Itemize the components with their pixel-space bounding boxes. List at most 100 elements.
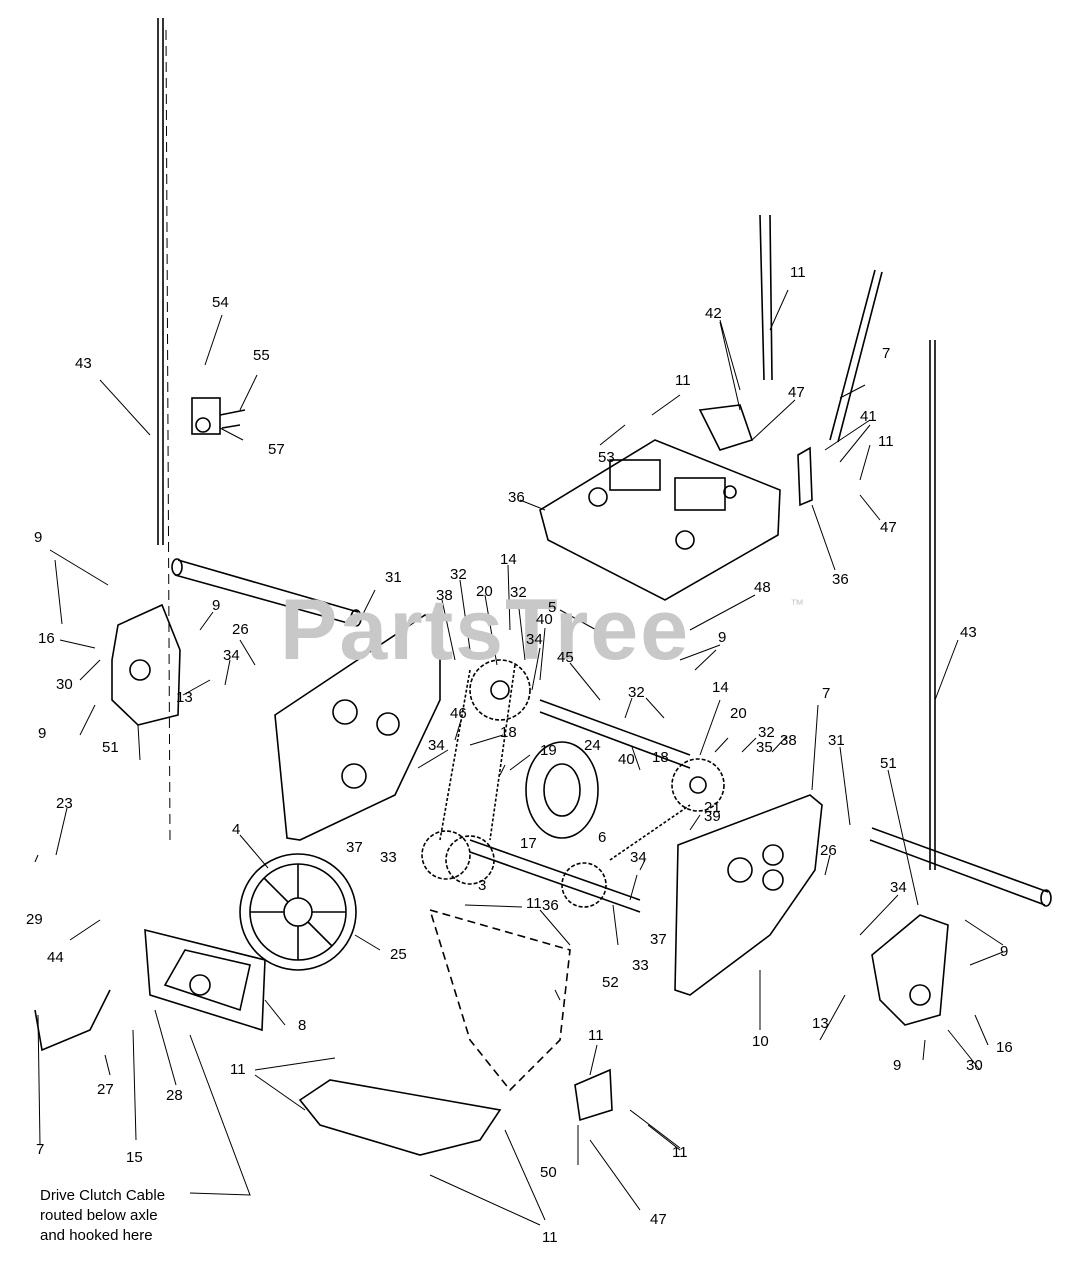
callout-43-right: 43: [960, 624, 977, 641]
callout-26-left: 26: [232, 621, 249, 638]
friction-wheel: [525, 741, 599, 839]
callout-13-left: 13: [176, 689, 193, 706]
callout-18-b: 18: [652, 749, 669, 766]
callout-37-left: 37: [346, 839, 363, 856]
shift-bracket: [144, 928, 266, 1032]
callout-14-right: 14: [712, 679, 729, 696]
callout-5: 5: [548, 599, 557, 616]
callout-7-right: 7: [822, 685, 831, 702]
callout-31-left: 31: [385, 569, 402, 586]
drive-shaft: [469, 699, 691, 913]
callout-21: 21: [704, 799, 721, 816]
callout-35: 35: [756, 739, 773, 756]
callout-3: 3: [478, 877, 487, 894]
callout-30-left: 30: [56, 676, 73, 693]
callout-47-right: 11: [878, 433, 894, 450]
callout-16-left: 16: [38, 630, 55, 647]
callout-24: 24: [584, 737, 601, 754]
callout-17: 17: [520, 835, 537, 852]
callout-8: 8: [298, 1017, 307, 1034]
watermark: PartsTree: [280, 582, 691, 678]
note-line-2: routed below axle: [40, 1207, 158, 1224]
callout-34-d: 34: [630, 849, 647, 866]
callout-38-right: 38: [780, 732, 797, 749]
upper-cables: [759, 214, 883, 443]
callout-9-d: 9: [718, 629, 727, 646]
callout-11-d: 11: [542, 1229, 558, 1246]
trademark-mark: ™: [790, 596, 804, 612]
callout-9-f: 9: [893, 1057, 902, 1074]
callout-48: 48: [754, 579, 771, 596]
callout-36-bottom: 47: [650, 1211, 667, 1228]
callout-9-c: 9: [212, 597, 221, 614]
callout-31-right: 31: [828, 732, 845, 749]
sprocket-left: [469, 659, 531, 721]
callout-32-a: 32: [450, 566, 467, 583]
sprocket-right: [671, 758, 725, 812]
shift-lever: [34, 989, 111, 1052]
callout-11-a: 11: [526, 895, 542, 912]
callout-28: 28: [166, 1087, 183, 1104]
callout-27: 27: [97, 1081, 114, 1098]
callout-11-b: 11: [230, 1061, 246, 1078]
callout-29: 29: [26, 911, 43, 928]
callout-11-c: 11: [672, 1144, 688, 1161]
callout-42: 11: [790, 264, 806, 281]
wheel-25: [239, 853, 357, 971]
callout-49: 36: [832, 571, 849, 588]
callout-32-d: 32: [628, 684, 645, 701]
callout-16-right: 16: [996, 1039, 1013, 1056]
callout-55: 55: [253, 347, 270, 364]
callout-9-e: 9: [1000, 943, 1009, 960]
callout-34-e: 34: [890, 879, 907, 896]
callout-51-left: 51: [102, 739, 119, 756]
callout-9-a: 9: [34, 529, 43, 546]
callout-34-a: 34: [223, 647, 240, 664]
callout-23: 23: [56, 795, 73, 812]
callout-6: 6: [598, 829, 607, 846]
callout-47-bottom: 50: [540, 1164, 557, 1181]
callout-43-left: 43: [75, 355, 92, 372]
callout-4: 4: [232, 821, 241, 838]
callout-39: 39: [704, 808, 721, 825]
callout-18-a: 18: [500, 724, 517, 741]
callout-11-g: 41: [860, 408, 877, 425]
callout-46: 46: [450, 705, 467, 722]
callout-38-left: 38: [436, 587, 453, 604]
callout-14-left: 14: [500, 551, 517, 568]
callout-53: 47: [788, 384, 805, 401]
right-control-rod: [929, 340, 936, 870]
callout-34-c: 34: [428, 737, 445, 754]
callout-11-f: 42: [705, 305, 722, 322]
note-line-1: Drive Clutch Cable: [40, 1187, 166, 1204]
frame-top-plate: [539, 439, 781, 601]
callout-7-top: 36: [508, 489, 525, 506]
leader-lines: [34, 289, 1004, 1226]
callout-54: 54: [212, 294, 229, 311]
callout-26-right: 26: [820, 842, 837, 859]
drive-chain: [439, 664, 691, 861]
callout-44: 44: [47, 949, 64, 966]
callout-34-b: 34: [526, 631, 543, 648]
callout-9-b: 9: [38, 725, 47, 742]
callout-30-right: 30: [966, 1057, 983, 1074]
bottom-pan: [298, 908, 571, 1156]
lower-gears: [421, 830, 607, 908]
callout-36-top: 53: [598, 449, 615, 466]
callout-19: 19: [540, 742, 557, 759]
drive-clutch-cable-note: Drive Clutch Cable routed below axle and…: [40, 1186, 165, 1246]
callout-36-right: 47: [880, 519, 897, 536]
callout-57: 57: [268, 441, 285, 458]
left-control-rod: [157, 18, 171, 841]
right-side-housing: [871, 914, 949, 1026]
callout-52: 52: [602, 974, 619, 991]
callout-51-right: 51: [880, 755, 897, 772]
callout-33-right: 33: [632, 957, 649, 974]
callout-20-right: 20: [730, 705, 747, 722]
callout-10: 10: [752, 1033, 769, 1050]
callout-20-left: 20: [476, 583, 493, 600]
callout-33-left: 33: [380, 849, 397, 866]
callout-32-c: 32: [758, 724, 775, 741]
